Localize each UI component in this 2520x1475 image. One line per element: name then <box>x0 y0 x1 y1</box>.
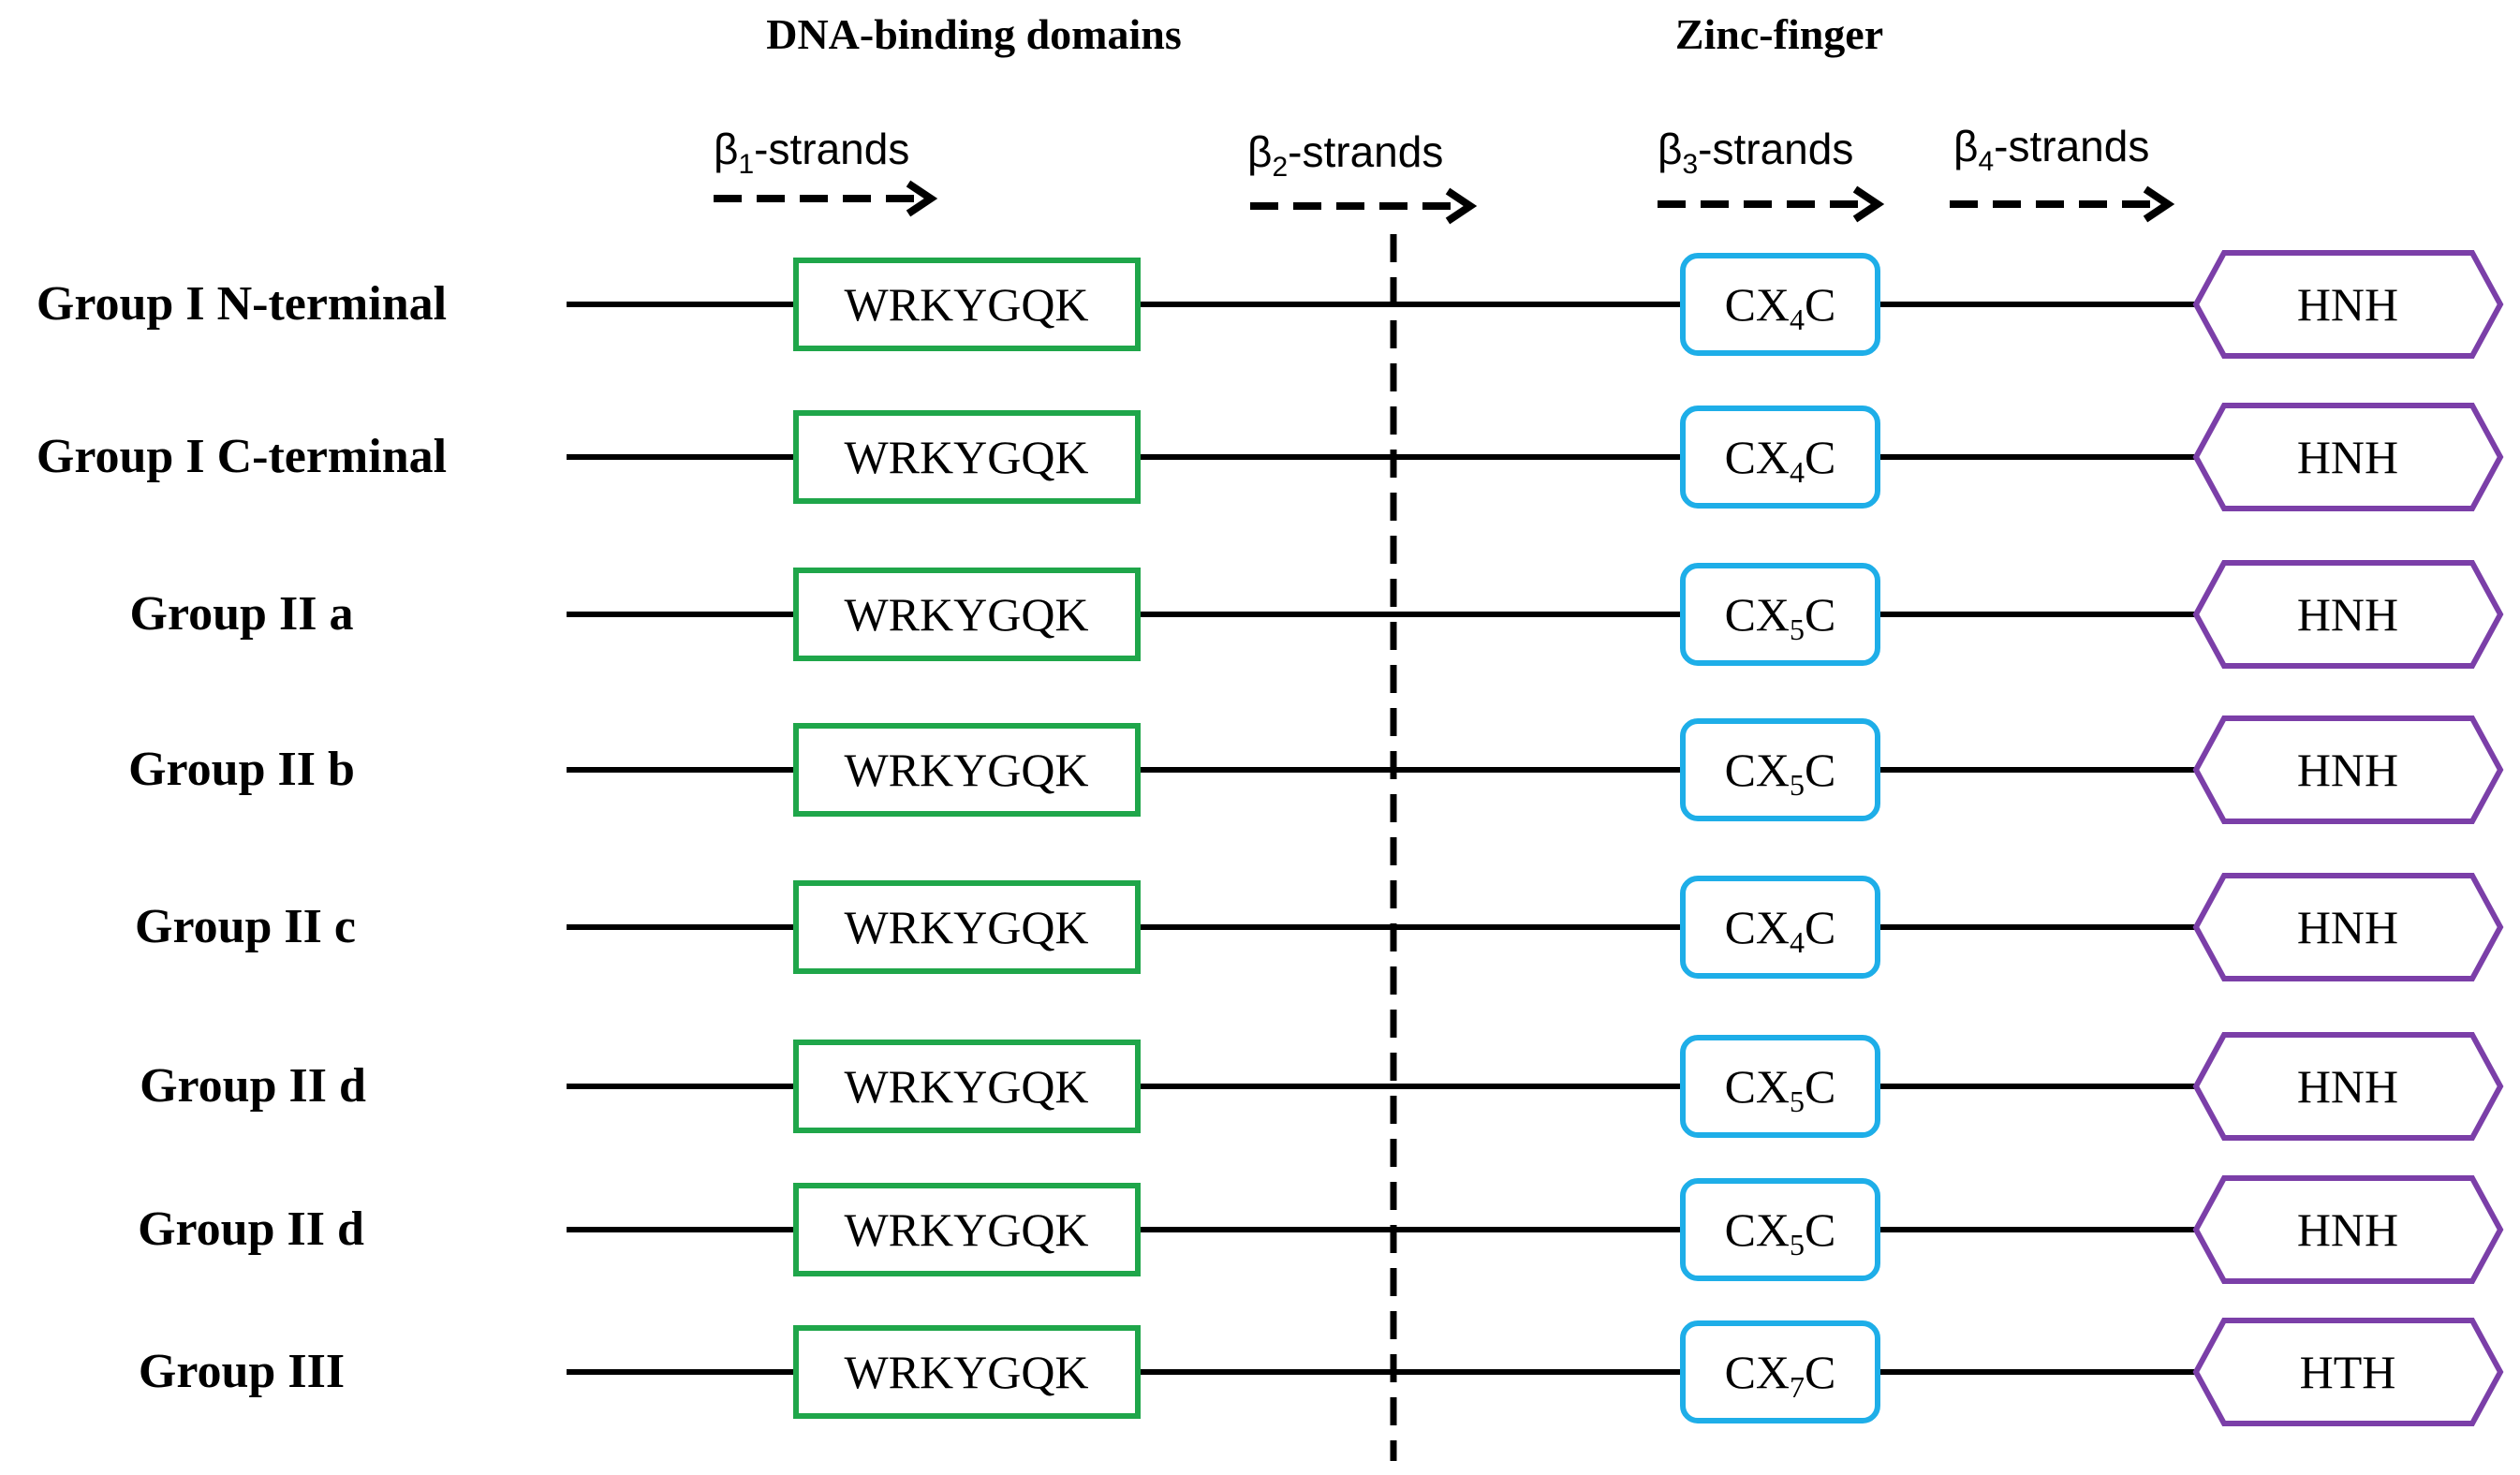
wrkygqk-box <box>793 568 1141 661</box>
zinc-finger-label: CX7C <box>1725 1346 1836 1404</box>
strand-arrow <box>1950 185 2175 223</box>
group-label: Group III <box>139 1345 345 1398</box>
strand-arrow <box>1250 187 1478 225</box>
end-domain-hexagon <box>2192 1175 2504 1284</box>
group-label: Group II d <box>140 1059 366 1113</box>
zinc-finger-box <box>1680 406 1880 509</box>
wrkygqk-box <box>793 1183 1141 1276</box>
end-domain-label: HNH <box>2297 278 2398 331</box>
end-domain-hexagon <box>2192 1032 2504 1141</box>
end-domain-label: HNH <box>2297 1060 2398 1113</box>
wrkygqk-box <box>793 1040 1141 1133</box>
zinc-finger-label: CX5C <box>1725 1203 1836 1261</box>
strand-label: β1-strands <box>714 125 909 180</box>
domain-row: Group I N-terminal WRKYGQK CX4C HNH <box>37 250 2504 359</box>
group-label: Group II b <box>128 743 355 796</box>
end-domain-hexagon <box>2192 1318 2504 1426</box>
end-domain-label: HNH <box>2297 431 2398 483</box>
wrkygqk-box <box>793 410 1141 504</box>
zinc-finger-box <box>1680 718 1880 821</box>
domain-row: Group I C-terminal WRKYGQK CX4C HNH <box>37 403 2504 511</box>
group-label: Group II a <box>130 587 354 641</box>
end-domain-hexagon <box>2192 403 2504 511</box>
zinc-finger-box <box>1680 1320 1880 1423</box>
zinc-finger-label: CX4C <box>1725 901 1836 959</box>
domain-row: Group II d WRKYGQK CX5C HNH <box>138 1175 2504 1284</box>
domain-row: Group II a WRKYGQK CX5C HNH <box>130 560 2504 669</box>
zinc-finger-label: CX5C <box>1725 588 1836 646</box>
end-domain-hexagon <box>2192 250 2504 359</box>
dna-binding-header: DNA-binding domains <box>766 10 1182 58</box>
wrkygqk-box <box>793 1325 1141 1419</box>
wrkygqk-label: WRKYGQK <box>844 1346 1088 1398</box>
group-label: Group II c <box>135 900 356 953</box>
wrkygqk-label: WRKYGQK <box>844 1060 1088 1113</box>
wrkygqk-label: WRKYGQK <box>844 431 1088 483</box>
wrkygqk-label: WRKYGQK <box>844 588 1088 641</box>
domain-row: Group II b WRKYGQK CX5C HNH <box>128 715 2504 824</box>
domain-row: Group II d WRKYGQK CX5C HNH <box>140 1032 2504 1141</box>
strand-label: β4-strands <box>1953 122 2149 177</box>
end-domain-label: HNH <box>2297 901 2398 953</box>
domain-row: Group II c WRKYGQK CX4C HNH <box>135 873 2504 981</box>
zinc-finger-box <box>1680 876 1880 979</box>
zinc-finger-header: Zinc-finger <box>1675 10 1883 58</box>
strand-label: β3-strands <box>1658 125 1853 180</box>
wrkygqk-box <box>793 258 1141 351</box>
end-domain-label: HNH <box>2297 588 2398 641</box>
zinc-finger-box <box>1680 1035 1880 1138</box>
wrkygqk-box <box>793 723 1141 817</box>
end-domain-hexagon <box>2192 873 2504 981</box>
wrkygqk-label: WRKYGQK <box>844 901 1088 953</box>
zinc-finger-box <box>1680 563 1880 666</box>
group-label: Group II d <box>138 1202 364 1256</box>
group-label: Group I C-terminal <box>37 430 447 483</box>
end-domain-label: HNH <box>2297 1203 2398 1256</box>
zinc-finger-box <box>1680 253 1880 356</box>
wrkygqk-label: WRKYGQK <box>844 278 1088 331</box>
wrkygqk-box <box>793 880 1141 974</box>
zinc-finger-label: CX4C <box>1725 278 1836 336</box>
domain-row: Group III WRKYGQK CX7C HTH <box>139 1318 2504 1426</box>
zinc-finger-label: CX5C <box>1725 744 1836 802</box>
wrkygqk-label: WRKYGQK <box>844 744 1088 796</box>
zinc-finger-label: CX5C <box>1725 1060 1836 1118</box>
end-domain-label: HTH <box>2300 1346 2396 1398</box>
end-domain-label: HNH <box>2297 744 2398 796</box>
strand-arrow <box>714 180 938 217</box>
group-label: Group I N-terminal <box>37 277 447 331</box>
end-domain-hexagon <box>2192 560 2504 669</box>
strand-arrow <box>1658 185 1885 223</box>
end-domain-hexagon <box>2192 715 2504 824</box>
zinc-finger-box <box>1680 1178 1880 1281</box>
strand-label: β2-strands <box>1247 127 1443 183</box>
zinc-finger-label: CX4C <box>1725 431 1836 489</box>
wrkygqk-label: WRKYGQK <box>844 1203 1088 1256</box>
